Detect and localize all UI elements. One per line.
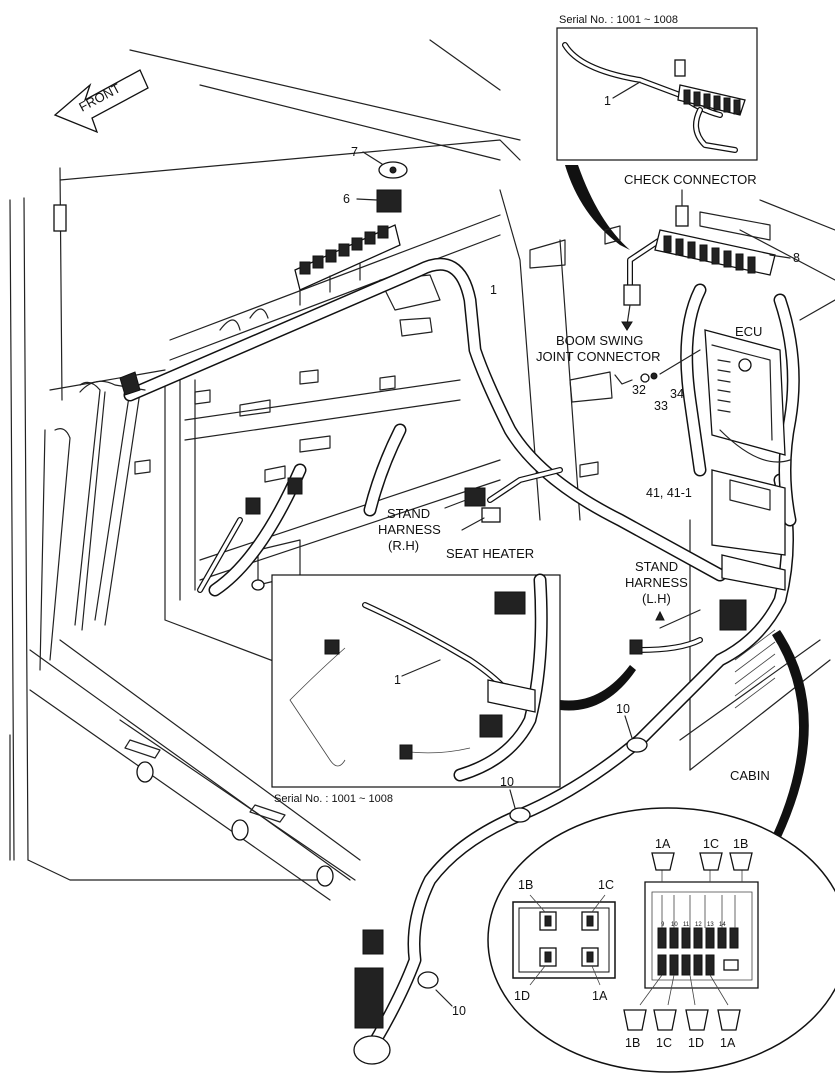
part-41-label: 41, 41-1 [646, 486, 692, 500]
part-32-label: 32 [632, 383, 646, 397]
ecu-label: ECU [735, 324, 762, 339]
spare-fuses-top [651, 852, 753, 871]
bracket-32-34 [614, 349, 701, 385]
fuse-slot-14: 14 [719, 922, 726, 928]
seat-heater-label: SEAT HEATER [446, 546, 534, 561]
clamp-10-c [417, 971, 453, 1007]
part-1-label: 1 [490, 283, 497, 297]
check-connector-label: CHECK CONNECTOR [624, 172, 757, 187]
fuse-top-1c-label: 1C [703, 837, 719, 851]
fuse-row [299, 225, 389, 275]
middle-inset-pointer-curve [560, 665, 636, 711]
cap-part-7 [362, 151, 408, 179]
fuse-labels: 1A 1C 1B 1B 1C 1D 1A [625, 837, 748, 1050]
stand-harness-rh-line3: (R.H) [388, 538, 419, 553]
fuse-upper-row [657, 927, 739, 949]
front-direction-arrow: FRONT [53, 69, 149, 134]
boom-swing-label-line2: JOINT CONNECTOR [536, 349, 660, 364]
relay-1b-label: 1B [518, 878, 533, 892]
middle-inset [271, 573, 561, 788]
fuse-slot-9: 9 [661, 922, 665, 928]
fuse-bottom-1a-label: 1A [720, 1036, 736, 1050]
relay-1a-label: 1A [592, 989, 608, 1003]
part-6-label: 6 [343, 192, 350, 206]
spare-fuses-bottom [623, 1009, 741, 1031]
fuse-top-1a-label: 1A [655, 837, 671, 851]
relay-1d-label: 1D [514, 989, 530, 1003]
relay-labels: 1B 1C 1D 1A [514, 878, 614, 1003]
cabin-pointer-curve [768, 630, 809, 850]
fuse-slot-10: 10 [671, 922, 678, 928]
fuse-lower-row [657, 954, 739, 976]
stand-harness-lh-line3: (L.H) [642, 591, 671, 606]
relay-1c-label: 1C [598, 878, 614, 892]
callout-labels: CHECK CONNECTOR BOOM SWING JOINT CONNECT… [378, 172, 770, 783]
part-1-inset-bottom-label: 1 [394, 673, 401, 687]
check-connector-block [604, 189, 791, 276]
stand-harness-rh-line1: STAND [387, 506, 430, 521]
stand-harness-rh-connector [444, 487, 501, 531]
part-34-label: 34 [670, 387, 684, 401]
clamp-10-a [624, 715, 648, 753]
part-10-c-label: 10 [452, 1004, 466, 1018]
top-inset [556, 27, 758, 161]
part-1-inset-top-label: 1 [604, 94, 611, 108]
ecu-unit [704, 329, 791, 463]
fuse-slot-13: 13 [707, 922, 714, 928]
bottom-connectors [353, 929, 391, 1065]
fuse-slot-11: 11 [683, 922, 690, 928]
part-8-label: 8 [793, 251, 800, 265]
fuse-bottom-1d-label: 1D [688, 1036, 704, 1050]
part-33-label: 33 [654, 399, 668, 413]
hook-left [79, 371, 146, 396]
plug-left [245, 477, 303, 515]
cabin-label: CABIN [730, 768, 770, 783]
stand-harness-lh-line2: HARNESS [625, 575, 688, 590]
stand-harness-lh-line1: STAND [635, 559, 678, 574]
fuse-box: 9 10 11 12 13 14 [639, 870, 759, 1006]
main-fuse-block [219, 224, 401, 331]
boom-swing-connector [621, 284, 641, 331]
serial-top-label: Serial No. : 1001 ~ 1008 [559, 14, 678, 26]
part-10-a-label: 10 [616, 702, 630, 716]
part-7-label: 7 [351, 145, 358, 159]
inset-pointer-curve [565, 165, 630, 250]
fuse-slot-12: 12 [695, 922, 702, 928]
relay-base [512, 894, 616, 986]
clamp-10-b [509, 789, 531, 823]
boom-swing-label-line1: BOOM SWING [556, 333, 643, 348]
fuse-bottom-1b-label: 1B [625, 1036, 640, 1050]
control-module-41 [711, 469, 786, 556]
stand-harness-lh-connector [629, 554, 786, 655]
serial-bottom-label: Serial No. : 1001 ~ 1008 [274, 793, 393, 805]
fuse-top-1b-label: 1B [733, 837, 748, 851]
stand-harness-rh-line2: HARNESS [378, 522, 441, 537]
fuse-bottom-1c-label: 1C [656, 1036, 672, 1050]
part-10-b-label: 10 [500, 775, 514, 789]
relay-part-6 [356, 189, 402, 213]
fuse-slot-numbers: 9 10 11 12 13 14 [661, 922, 726, 928]
relay-fuse-detail-circle: 9 10 11 12 13 14 [487, 807, 835, 1073]
part-number-labels: 1 6 7 8 10 10 10 32 33 34 41, 41-1 [343, 145, 800, 1018]
